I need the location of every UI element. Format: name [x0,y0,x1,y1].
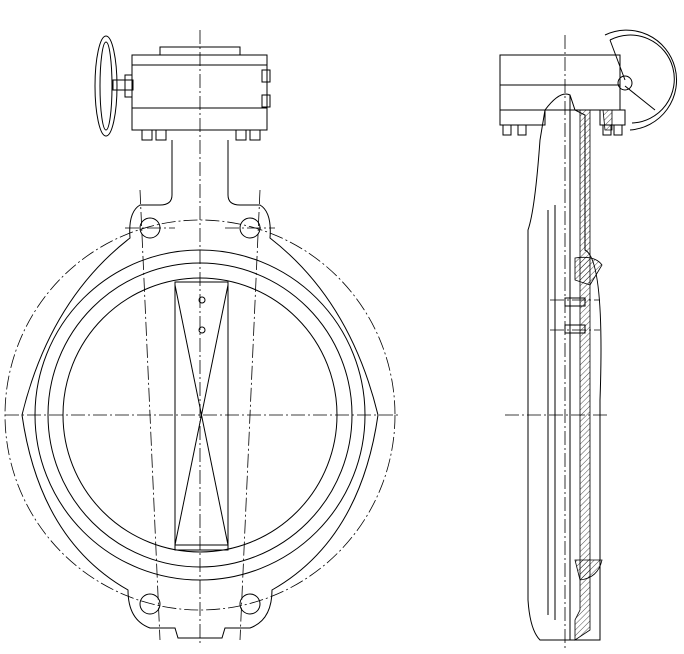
gearbox [124,46,271,141]
side-view [499,29,678,650]
handwheel [94,35,134,137]
handwheel-side [604,29,678,131]
centerlines-side [505,35,610,650]
gearbox-side [499,54,626,136]
disc [174,281,229,551]
body-side [527,93,613,641]
front-view [4,30,400,645]
centerlines [5,30,400,645]
